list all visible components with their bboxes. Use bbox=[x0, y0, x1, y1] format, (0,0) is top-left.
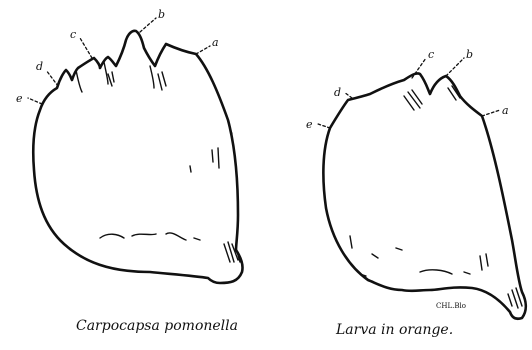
left-specimen: a b c d e Carpocapsa pomonella bbox=[16, 8, 243, 334]
left-label-b: b bbox=[140, 8, 165, 32]
svg-text:b: b bbox=[158, 8, 165, 21]
left-hatch-2 bbox=[108, 72, 114, 86]
left-ridge-inner-3 bbox=[150, 66, 154, 88]
svg-text:d: d bbox=[334, 86, 341, 99]
right-label-c: c bbox=[412, 48, 434, 78]
right-tooth-hatch bbox=[508, 288, 522, 308]
left-label-d: d bbox=[36, 60, 58, 86]
svg-text:a: a bbox=[502, 104, 509, 117]
right-label-b: b bbox=[446, 48, 473, 76]
svg-text:e: e bbox=[16, 92, 23, 105]
left-mandible-outline bbox=[33, 31, 242, 283]
right-label-e: e bbox=[306, 118, 330, 131]
left-tooth-hatch bbox=[224, 242, 240, 262]
left-label-c: c bbox=[70, 28, 92, 58]
left-caption: Carpocapsa pomonella bbox=[76, 318, 238, 334]
svg-text:c: c bbox=[428, 48, 434, 61]
left-label-e: e bbox=[16, 92, 42, 105]
svg-text:c: c bbox=[70, 28, 76, 41]
left-base-texture bbox=[100, 233, 200, 240]
right-label-a: a bbox=[482, 104, 509, 117]
left-marks-right bbox=[190, 128, 232, 172]
right-hatch-1 bbox=[404, 90, 422, 110]
right-inner-marks bbox=[350, 236, 488, 276]
svg-text:a: a bbox=[212, 36, 219, 49]
svg-text:d: d bbox=[36, 60, 43, 73]
right-base-texture bbox=[420, 270, 470, 274]
right-specimen: a b c d e CHL.Blo Larva in orange. bbox=[306, 48, 526, 338]
right-tag: CHL.Blo bbox=[436, 302, 466, 310]
svg-text:e: e bbox=[306, 118, 313, 131]
left-ridge-inner-2 bbox=[104, 62, 108, 84]
left-hatch-1 bbox=[158, 72, 166, 90]
left-label-a: a bbox=[196, 36, 219, 54]
right-label-d: d bbox=[334, 86, 352, 99]
left-ridge-inner-1 bbox=[76, 70, 82, 92]
right-mandible-outline bbox=[323, 73, 525, 318]
right-caption: Larva in orange. bbox=[335, 322, 453, 338]
svg-text:b: b bbox=[466, 48, 473, 61]
